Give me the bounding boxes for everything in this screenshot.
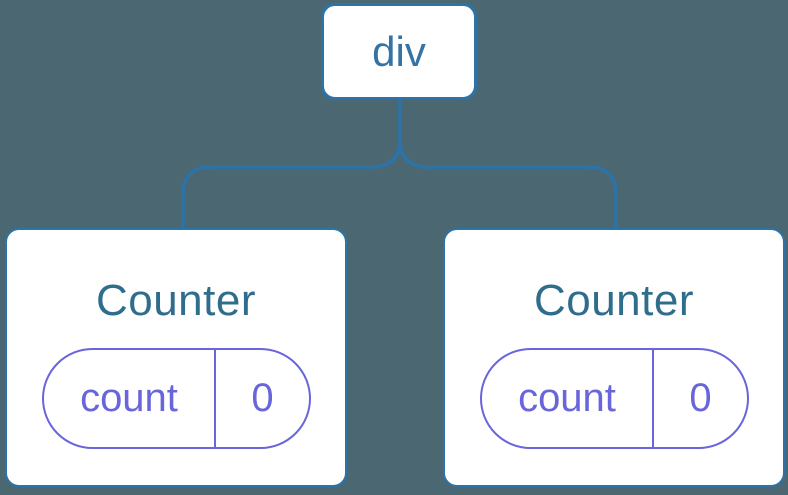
state-key: count <box>482 350 654 447</box>
tree-node-root: div <box>321 3 477 100</box>
state-key: count <box>44 350 216 447</box>
state-value: 0 <box>251 376 274 420</box>
connector-line-right <box>398 100 618 228</box>
component-title: Counter <box>533 276 695 325</box>
tree-node-counter-2: Counter count 0 <box>443 228 785 487</box>
state-pill: count 0 <box>480 348 749 449</box>
component-title: Counter <box>95 276 257 325</box>
state-pill: count 0 <box>42 348 311 449</box>
state-value: 0 <box>689 376 712 420</box>
tree-node-counter-1: Counter count 0 <box>5 228 347 487</box>
connector-line-left <box>181 100 402 228</box>
root-node-label: div <box>372 27 426 75</box>
